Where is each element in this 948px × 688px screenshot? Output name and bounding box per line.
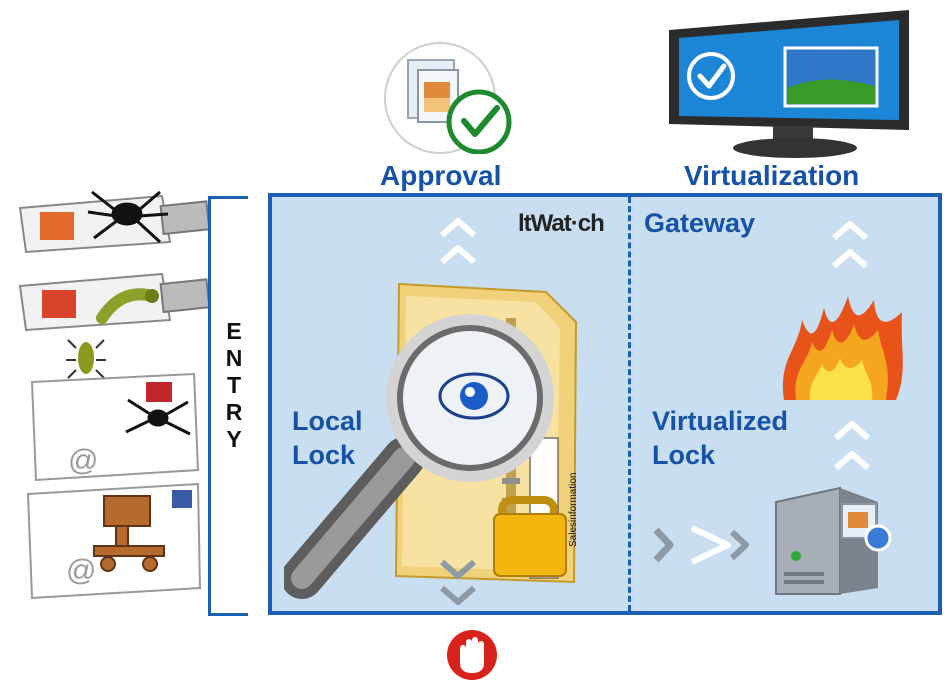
chevron-down-icon: [438, 558, 478, 582]
virtualized-lock-line2: Lock: [652, 440, 716, 470]
local-lock-line1: Local: [292, 406, 363, 436]
bug-icon: [66, 330, 106, 382]
chevron-up-icon: [438, 242, 478, 266]
chevron-up-icon: [832, 418, 872, 442]
chevron-down-icon: [438, 584, 478, 608]
itwatch-logo: ltWat·ch: [518, 210, 605, 237]
approval-label: Approval: [380, 160, 502, 191]
server-tower-icon: [774, 482, 904, 598]
chevron-up-icon: [438, 215, 478, 239]
stop-hand-icon: [446, 627, 498, 683]
usb-stick-infected-2: [12, 268, 212, 340]
chevron-up-icon: [830, 218, 870, 242]
email-envelope-1: [26, 372, 201, 482]
entry-letter: R: [225, 399, 243, 425]
local-lock-label: Local Lock: [292, 404, 363, 472]
approval-icon: [380, 42, 520, 155]
gateway-label: Gateway: [644, 208, 756, 238]
virtualization-label: Virtualization: [684, 160, 860, 191]
entry-letter: T: [226, 372, 242, 398]
usb-stick-infected-1: [12, 190, 212, 260]
entry-letter: N: [225, 345, 243, 371]
mail-at-symbol-2: @: [66, 554, 97, 587]
virtualization-monitor-icon: [665, 8, 915, 160]
arrow-right-icon: [652, 520, 772, 570]
mail-at-symbol: @: [68, 444, 99, 477]
chevron-up-icon: [832, 448, 872, 472]
virtualized-lock-line1: Virtualized: [652, 406, 789, 436]
folder-tab-label: Salesinformation: [568, 472, 579, 548]
entry-letter: Y: [226, 426, 242, 452]
panel-divider: [628, 197, 631, 611]
local-lock-line2: Lock: [292, 440, 356, 470]
entry-label: E N T R Y: [214, 318, 254, 453]
virtualized-lock-label: Virtualized Lock: [652, 404, 788, 472]
folder-magnifier-illustration: [281, 278, 584, 600]
entry-letter: E: [226, 318, 242, 344]
entry-bracket: [208, 196, 248, 616]
firewall-flames-icon: [778, 290, 908, 410]
email-envelope-2: [24, 482, 204, 600]
chevron-up-icon: [830, 246, 870, 270]
